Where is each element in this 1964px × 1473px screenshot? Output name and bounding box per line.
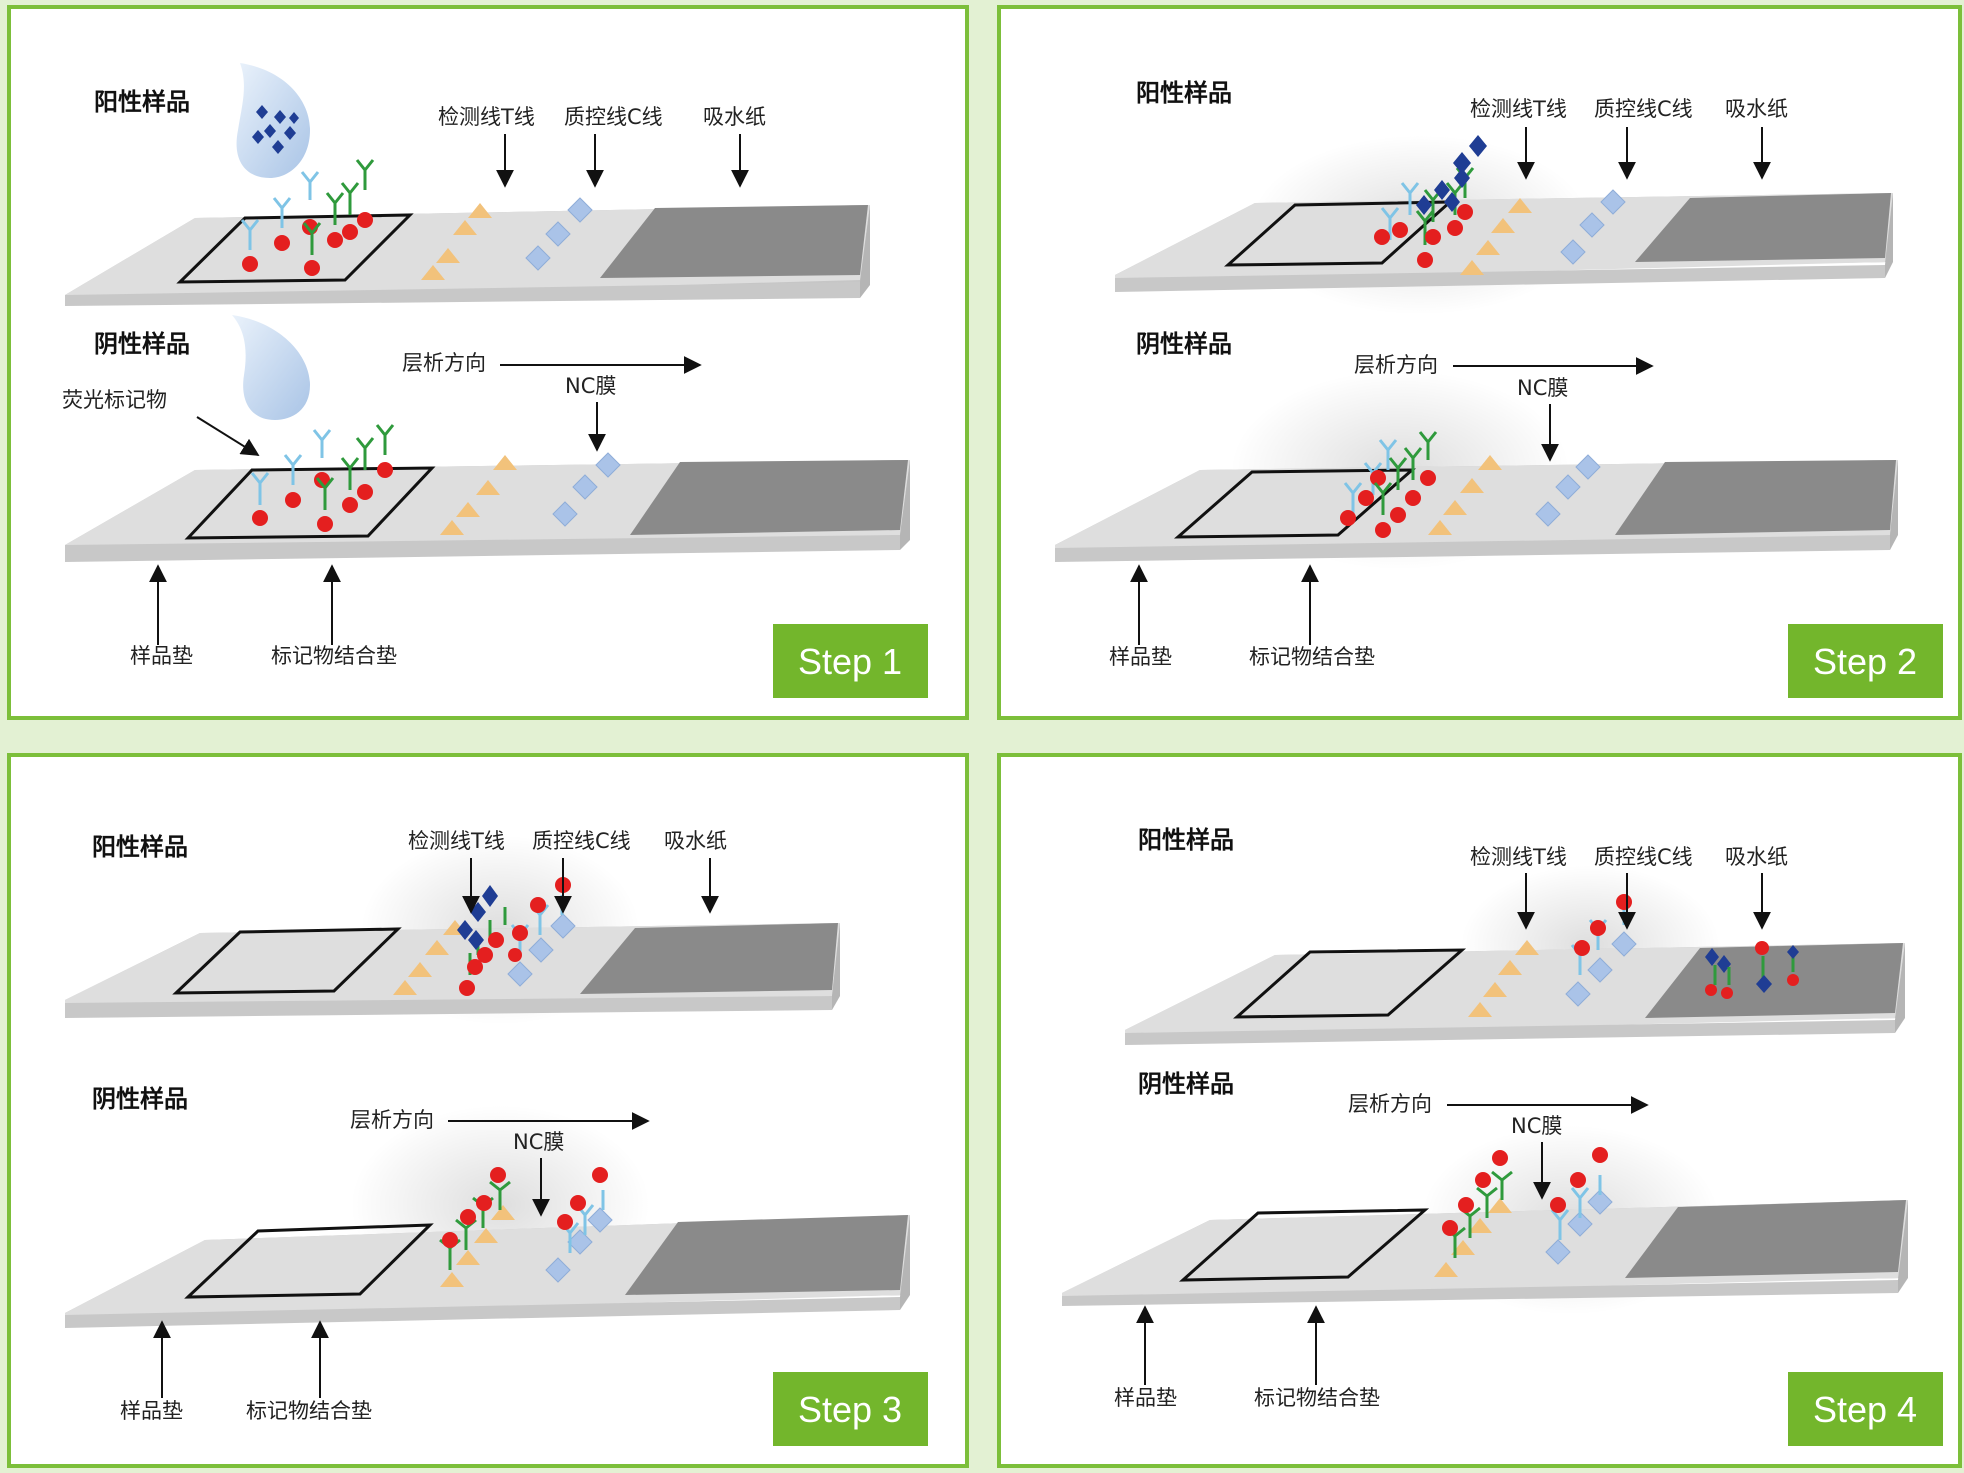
pointer-arrows <box>153 858 719 1398</box>
fluorescent-conjugates-negative <box>1340 431 1438 538</box>
test-line-label: 检测线T线 <box>438 105 535 129</box>
flow-direction-label: 层析方向 <box>1348 1092 1432 1116</box>
conjugate-pad-outline <box>172 927 402 995</box>
test-line-label: 检测线T线 <box>408 829 505 853</box>
step-badge <box>773 1372 928 1446</box>
negative-strip <box>1055 460 1898 562</box>
conjugate-pad-outline <box>184 1223 434 1299</box>
absorbent-pad <box>630 460 908 535</box>
step-label: Step 3 <box>798 1389 902 1430</box>
negative-strip <box>1062 1200 1908 1306</box>
conjugate-pad-label: 标记物结合垫 <box>246 1399 372 1423</box>
control-line-markers <box>1535 189 1626 527</box>
conjugate-pad-label: 标记物结合垫 <box>1249 645 1375 669</box>
complexes-in-absorbent-pad <box>1705 941 1799 999</box>
bound-conjugates-negative <box>1442 1147 1608 1258</box>
sample-pad-label: 样品垫 <box>1114 1386 1177 1410</box>
positive-sample-label: 阳性样品 <box>94 88 190 116</box>
flow-direction-label: 层析方向 <box>350 1108 434 1132</box>
step-label: Step 4 <box>1813 1389 1917 1430</box>
step-badge <box>1788 1372 1943 1446</box>
positive-strip <box>65 205 870 306</box>
fluorescent-marker-label: 荧光标记物 <box>62 388 167 412</box>
step-label: Step 1 <box>798 641 902 682</box>
fluorescent-conjugates-negative <box>250 424 395 532</box>
flow-direction-label: 层析方向 <box>402 351 486 375</box>
fluorescent-conjugates-positive <box>240 159 375 276</box>
sample-drop-positive <box>236 63 310 178</box>
test-line-label: 检测线T线 <box>1470 845 1567 869</box>
nc-membrane-label: NC膜 <box>1511 1114 1562 1138</box>
panel-frame <box>997 5 1962 720</box>
fluorescent-conjugates-negative <box>439 1167 608 1270</box>
panel-step-3: 阳性样品 阴性样品 检测线T线 质控线C线 吸水纸 层析方向 NC膜 样品垫 标… <box>7 753 969 1468</box>
negative-sample-label: 阴性样品 <box>1136 330 1232 358</box>
conjugate-pad-outline <box>176 213 414 284</box>
absorbent-pad <box>1635 193 1891 262</box>
conjugate-pad-outline <box>1233 948 1467 1019</box>
control-line-markers <box>1545 931 1637 1265</box>
control-line-markers <box>525 197 621 527</box>
negative-sample-label: 阴性样品 <box>1138 1070 1234 1098</box>
flow-direction-label: 层析方向 <box>1354 353 1438 377</box>
absorbent-paper-label: 吸水纸 <box>664 829 727 853</box>
absorbent-pad <box>625 1215 908 1295</box>
negative-strip <box>65 460 910 562</box>
positive-strip <box>1115 193 1893 292</box>
test-line-markers <box>421 203 517 535</box>
pointer-arrows <box>149 134 749 645</box>
pointer-arrows <box>1130 127 1771 645</box>
negative-sample-label: 阴性样品 <box>92 1085 188 1113</box>
conjugate-pad-label: 标记物结合垫 <box>271 644 397 668</box>
nc-membrane-label: NC膜 <box>1517 376 1568 400</box>
conjugate-pad-label: 标记物结合垫 <box>1254 1386 1380 1410</box>
panel-step-4: 阳性样品 阴性样品 检测线T线 质控线C线 吸水纸 层析方向 NC膜 样品垫 标… <box>997 753 1962 1468</box>
absorbent-pad <box>600 205 868 278</box>
conjugate-pad-outline <box>1178 1208 1430 1282</box>
positive-strip <box>65 923 840 1018</box>
panel-step-1: 阳性样品 阴性样品 检测线T线 质控线C线 吸水纸 层析方向 NC膜 荧光标记物… <box>7 5 969 720</box>
sample-pad-label: 样品垫 <box>1109 645 1172 669</box>
step-badge <box>1788 624 1943 698</box>
control-line-label: 质控线C线 <box>564 105 663 129</box>
absorbent-pad <box>580 923 838 994</box>
antigen-particles <box>252 105 299 154</box>
test-line-markers <box>1434 940 1539 1277</box>
negative-strip <box>65 1215 910 1328</box>
conjugate-pad-outline <box>184 466 436 540</box>
antigen-antibody-complexes-positive <box>1374 135 1487 268</box>
positive-strip <box>1125 943 1905 1045</box>
panel-frame <box>997 753 1962 1468</box>
sample-pad-label: 样品垫 <box>120 1399 183 1423</box>
nc-membrane-label: NC膜 <box>513 1130 564 1154</box>
negative-sample-label: 阴性样品 <box>94 330 190 358</box>
test-line-markers <box>1428 198 1532 535</box>
control-line-label: 质控线C线 <box>1594 97 1693 121</box>
positive-sample-label: 阳性样品 <box>92 833 188 861</box>
panel-step-2: 阳性样品 阴性样品 检测线T线 质控线C线 吸水纸 层析方向 NC膜 样品垫 标… <box>997 5 1962 720</box>
test-line-label: 检测线T线 <box>1470 97 1567 121</box>
step-label: Step 2 <box>1813 641 1917 682</box>
absorbent-paper-label: 吸水纸 <box>1725 845 1788 869</box>
captured-complexes-positive <box>457 877 571 996</box>
absorbent-paper-label: 吸水纸 <box>1725 97 1788 121</box>
positive-sample-label: 阳性样品 <box>1136 79 1232 107</box>
control-line-label: 质控线C线 <box>532 829 631 853</box>
sample-drop-negative <box>232 315 310 420</box>
nc-membrane-label: NC膜 <box>565 374 616 398</box>
panel-frame <box>7 5 969 720</box>
positive-sample-label: 阳性样品 <box>1138 826 1234 854</box>
control-line-markers <box>507 913 613 1283</box>
control-line-bound-conjugates-positive <box>1570 894 1632 975</box>
sample-pad-label: 样品垫 <box>130 644 193 668</box>
control-line-label: 质控线C线 <box>1594 845 1693 869</box>
pointer-arrows <box>1136 873 1771 1385</box>
absorbent-paper-label: 吸水纸 <box>703 105 766 129</box>
absorbent-pad <box>1625 1200 1906 1278</box>
absorbent-pad <box>1615 460 1896 535</box>
step-badge <box>773 624 928 698</box>
